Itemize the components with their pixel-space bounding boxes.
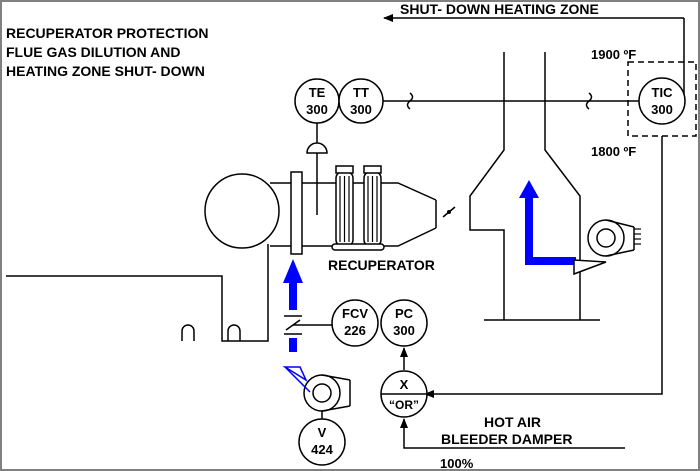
pc-tag: PC: [395, 306, 414, 321]
combustion-air-fan: [282, 366, 351, 412]
dilution-injector: [290, 171, 303, 255]
shutdown-label: SHUT- DOWN HEATING ZONE: [400, 1, 599, 17]
furnace-body-outline: [6, 244, 269, 342]
temp-high-label: 1900 ºF: [591, 47, 636, 62]
flue-flow-arrow-head: [519, 180, 539, 198]
te-bubble: TE 300: [294, 78, 340, 124]
furnace-support-2: [227, 324, 241, 341]
stack-right-wall: [544, 52, 581, 320]
selector-tag: X: [400, 377, 409, 392]
flue-flow-arrow-body: [525, 196, 576, 265]
duct-top: [270, 182, 437, 201]
title-line-1: RECUPERATOR PROTECTION: [6, 25, 209, 41]
tt-number: 300: [350, 102, 372, 117]
selector-bubble: X “OR”: [380, 370, 428, 418]
te-number: 300: [306, 102, 328, 117]
pc-bubble: PC 300: [380, 299, 428, 347]
fcv-tag: FCV: [342, 306, 368, 321]
bleeder-damper-signal: [400, 418, 625, 449]
percent-label: 100%: [440, 456, 474, 471]
selector-function: “OR”: [389, 398, 419, 412]
v-tag: V: [318, 425, 327, 440]
tt-bubble: TT 300: [338, 78, 384, 124]
tic-number: 300: [651, 102, 673, 117]
v-bubble: V 424: [298, 418, 346, 466]
title-block: RECUPERATOR PROTECTION FLUE GAS DILUTION…: [6, 25, 212, 79]
signal-break-2: [585, 92, 593, 110]
tic-output-line: [424, 136, 663, 398]
v-number: 424: [311, 442, 333, 457]
tic-bubble: TIC 300: [638, 77, 686, 125]
te-sensor-head: [306, 142, 328, 154]
bleeder-damper-label: BLEEDER DAMPER: [441, 431, 572, 447]
tic-tag: TIC: [652, 85, 674, 100]
temp-low-label: 1800 ºF: [591, 144, 636, 159]
title-line-2: FLUE GAS DILUTION AND: [6, 44, 180, 60]
dilution-fan: [573, 219, 641, 276]
recuperator-tubes: [331, 165, 385, 251]
furnace-support-1: [181, 324, 195, 341]
tt-tag: TT: [353, 85, 369, 100]
combustion-chamber: [204, 173, 280, 249]
pc-number: 300: [393, 323, 415, 338]
damper-pivot: [447, 210, 451, 214]
fcv-bubble: FCV 226: [331, 299, 379, 347]
signal-break-1: [406, 92, 414, 110]
dilution-air-arrow-head: [283, 259, 303, 283]
hot-air-label: HOT AIR: [484, 414, 541, 430]
title-line-3: HEATING ZONE SHUT- DOWN: [6, 63, 205, 79]
duct-bottom: [270, 227, 437, 247]
stack-left-wall: [469, 52, 505, 320]
fcv-number: 226: [344, 323, 366, 338]
recuperator-label: RECUPERATOR: [328, 257, 435, 273]
te-tag: TE: [309, 85, 326, 100]
